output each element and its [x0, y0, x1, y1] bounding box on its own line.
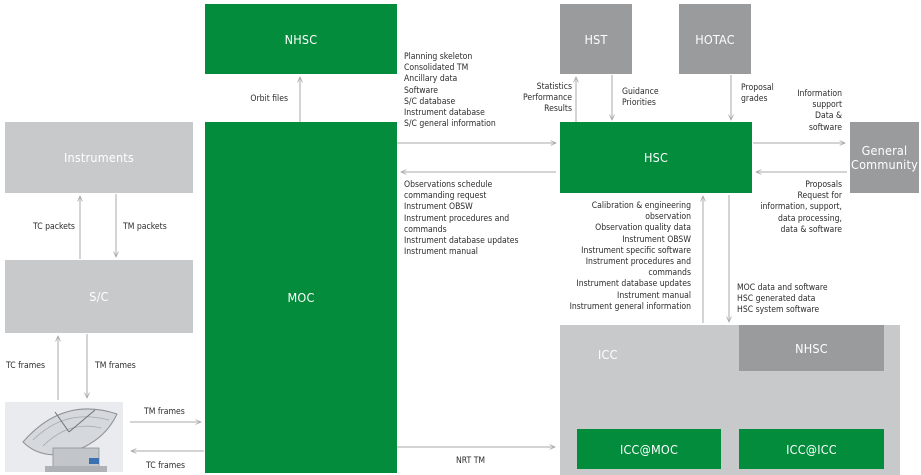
- icc-at-icc-box: ICC@ICC: [739, 429, 884, 469]
- general-community-label: General Community: [851, 142, 918, 172]
- label-info-support: Information support Data & software: [797, 89, 842, 133]
- label-orbit-files: Orbit files: [250, 94, 288, 104]
- icc-at-moc-box: ICC@MOC: [577, 429, 721, 469]
- nhsc-top-label: NHSC: [284, 31, 318, 47]
- label-statistics: Statistics Performance Results: [523, 82, 572, 115]
- sc-label: S/C: [89, 289, 109, 304]
- label-tc-packets: TC packets: [33, 222, 75, 232]
- instruments-box: Instruments: [5, 122, 193, 193]
- instruments-label: Instruments: [64, 150, 134, 165]
- hst-box: HST: [560, 4, 632, 74]
- nhsc-icc-box: NHSC: [739, 325, 884, 371]
- icc-at-icc-label: ICC@ICC: [786, 441, 837, 457]
- general-community-box: General Community: [850, 122, 919, 193]
- moc-box: MOC: [205, 122, 397, 473]
- label-tm-frames-bottom: TM frames: [144, 407, 185, 417]
- label-hsc-to-icc: MOC data and software HSC generated data…: [737, 283, 828, 316]
- icc-at-moc-label: ICC@MOC: [619, 441, 679, 457]
- hst-label: HST: [584, 31, 608, 47]
- antenna-dish-icon: [5, 402, 123, 472]
- nhsc-icc-label: NHSC: [795, 340, 828, 356]
- icc-label: ICC: [598, 347, 618, 362]
- hsc-label: HSC: [643, 150, 669, 165]
- label-hsc-to-moc: Observations schedule commanding request…: [404, 180, 519, 258]
- label-icc-to-hsc: Calibration & engineering observation Ob…: [569, 201, 691, 312]
- sc-box: S/C: [5, 260, 193, 333]
- label-tc-frames-left: TC frames: [6, 361, 46, 371]
- label-guidance: Guidance Priorities: [622, 87, 659, 109]
- hotac-box: HOTAC: [679, 4, 751, 74]
- hotac-label: HOTAC: [695, 31, 735, 47]
- label-proposals: Proposals Request for information, suppo…: [760, 180, 842, 235]
- label-moc-to-hsc: Planning skeleton Consolidated TM Ancill…: [404, 52, 496, 130]
- label-nrt-tm: NRT TM: [456, 456, 486, 466]
- nhsc-top-box: NHSC: [205, 4, 397, 74]
- label-tm-packets: TM packets: [123, 222, 167, 232]
- label-proposal-grades: Proposal grades: [741, 83, 774, 105]
- label-tc-frames-bottom: TC frames: [146, 461, 186, 471]
- moc-label: MOC: [287, 290, 315, 305]
- label-tm-frames-left: TM frames: [95, 361, 136, 371]
- ground-station-image: [5, 402, 123, 472]
- hsc-box: HSC: [560, 122, 752, 193]
